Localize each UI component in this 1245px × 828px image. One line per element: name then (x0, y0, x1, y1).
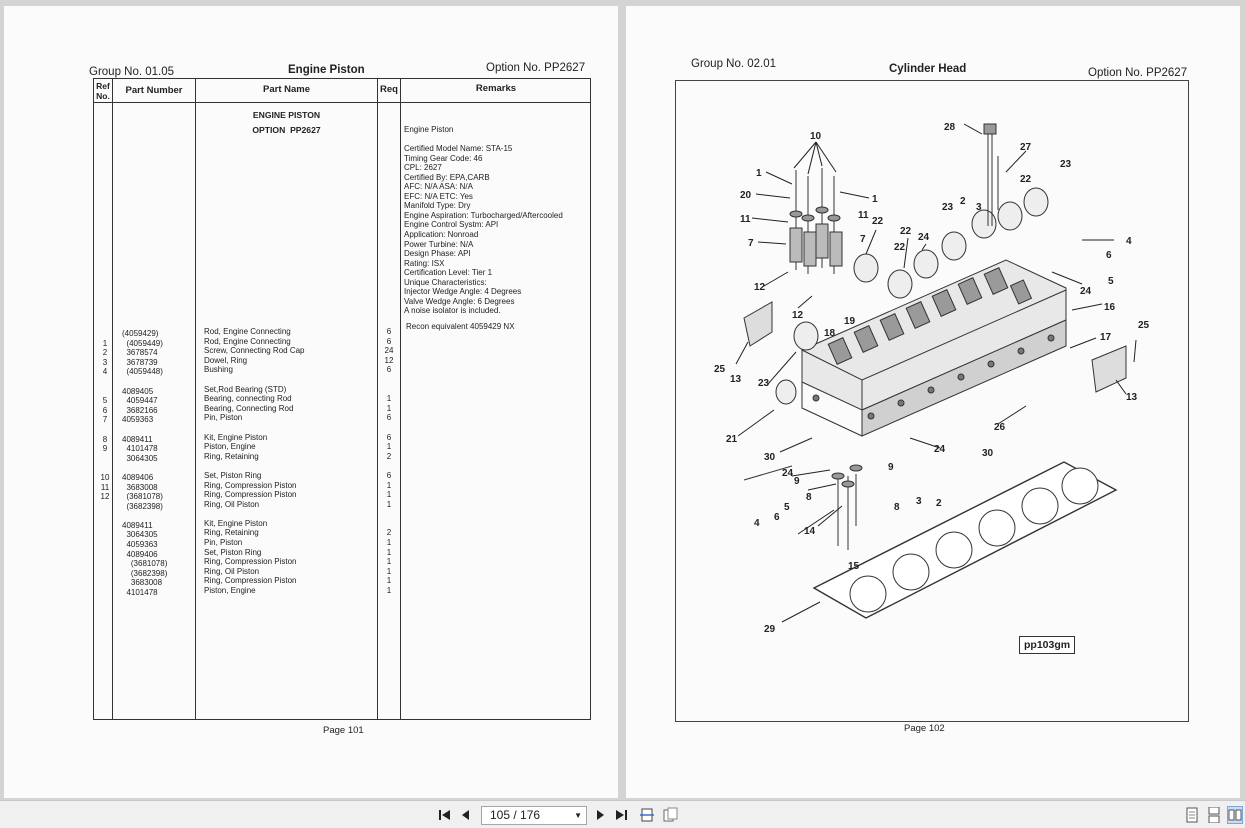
callout-18: 18 (824, 328, 836, 339)
callout-26: 26 (994, 422, 1006, 433)
diagram-code: pp103gm (1019, 636, 1076, 654)
callout-5b: 5 (784, 502, 790, 513)
page-title: Engine Piston (288, 64, 365, 76)
callout-16: 16 (1104, 302, 1116, 313)
callout-24c: 24 (934, 444, 946, 455)
parts-table: Ref No. Part Number Part Name Req Remark… (93, 78, 591, 720)
callout-8b: 8 (894, 502, 900, 513)
req-quantities: 6 6 24 12 6 1 1 6 6 1 2 6 1 1 1 2 1 1 1 … (384, 327, 394, 596)
callout-13b: 13 (730, 374, 742, 385)
callout-23c: 23 (758, 378, 770, 389)
callout-7b: 7 (860, 234, 866, 245)
option-number: Option No. PP2627 (1088, 67, 1188, 79)
chevron-down-icon: ▼ (574, 811, 582, 820)
callout-30b: 30 (764, 452, 776, 463)
page-title: Cylinder Head (889, 63, 967, 75)
callout-2b: 2 (936, 498, 942, 509)
callout-15: 15 (848, 561, 860, 572)
callout-9: 9 (794, 476, 800, 487)
group-number: Group No. 02.01 (691, 58, 777, 70)
callout-22b: 22 (872, 216, 884, 227)
callout-6b: 6 (774, 512, 780, 523)
page-number-select[interactable]: 105 / 176 ▼ (481, 806, 587, 825)
callout-2: 2 (960, 196, 966, 207)
callout-28: 28 (944, 122, 956, 133)
single-page-view-icon[interactable] (1184, 806, 1200, 824)
diagram-frame (675, 80, 1189, 722)
viewer-toolbar: 105 / 176 ▼ (0, 800, 1245, 828)
callout-29: 29 (764, 624, 776, 635)
callout-17: 17 (1100, 332, 1112, 343)
callout-20: 20 (740, 190, 752, 201)
callout-9b: 9 (888, 462, 894, 473)
next-page-icon[interactable] (592, 806, 608, 824)
callout-1b: 1 (872, 194, 878, 205)
last-page-icon[interactable] (613, 806, 629, 824)
callout-12: 12 (754, 282, 766, 293)
page-indicator: 105 / 176 (490, 808, 541, 822)
col-header-remarks: Remarks (475, 83, 517, 94)
prev-page-icon[interactable] (458, 806, 474, 824)
page-label: Page 101 (323, 725, 364, 736)
section-option: OPTION PP2627 (252, 125, 321, 135)
callout-21: 21 (726, 434, 738, 445)
callout-12b: 12 (792, 310, 804, 321)
callout-7: 7 (748, 238, 754, 249)
callout-11b: 11 (858, 210, 869, 221)
callout-24d: 24 (782, 468, 794, 479)
cylinder-head-diagram: 28 10 27 23 1 1 22 20 2 3 23 11 22 11 22… (714, 122, 1150, 635)
part-names: Rod, Engine Connecting Rod, Engine Conne… (204, 327, 305, 596)
callout-23b: 23 (942, 202, 954, 213)
callout-4: 4 (1126, 236, 1132, 247)
col-header-req: Req (380, 84, 398, 95)
callout-22c: 22 (900, 226, 912, 237)
remarks-block: Engine Piston Certified Model Name: STA-… (404, 125, 563, 316)
callout-22d: 22 (894, 242, 906, 253)
ref-numbers: 1 2 3 4 5 6 7 8 9 10 11 12 (100, 338, 110, 502)
option-number: Option No. PP2627 (486, 62, 586, 74)
fit-width-icon[interactable] (639, 806, 655, 824)
callout-24: 24 (918, 232, 930, 243)
col-header-part-number: Part Number (125, 85, 183, 96)
section-heading: ENGINE PISTON (252, 110, 321, 120)
callout-19: 19 (844, 316, 856, 327)
callout-30: 30 (982, 448, 994, 459)
callout-6: 6 (1106, 250, 1112, 261)
first-page-icon[interactable] (437, 806, 453, 824)
facing-view-icon[interactable] (1227, 806, 1243, 824)
callout-22: 22 (1020, 174, 1032, 185)
callout-4b: 4 (754, 518, 760, 529)
callout-27: 27 (1020, 142, 1032, 153)
page-label: Page 102 (904, 723, 945, 734)
callout-14: 14 (804, 526, 816, 537)
callout-11: 11 (740, 214, 751, 225)
right-page: Group No. 02.01 Cylinder Head Option No.… (626, 6, 1240, 798)
callout-1: 1 (756, 168, 762, 179)
callout-24b: 24 (1080, 286, 1092, 297)
callout-13: 13 (1126, 392, 1138, 403)
part-numbers: (4059429) (4059449) 3678574 3678739 (405… (122, 329, 168, 598)
callout-25b: 25 (714, 364, 726, 375)
left-page: Group No. 01.05 Engine Piston Option No.… (4, 6, 618, 798)
callout-10: 10 (810, 131, 822, 142)
col-header-part-name: Part Name (263, 84, 310, 95)
continuous-view-icon[interactable] (1206, 806, 1222, 824)
col-header-ref: Ref No. (96, 81, 110, 101)
fit-page-icon[interactable] (662, 806, 678, 824)
callout-25: 25 (1138, 320, 1150, 331)
recon-remark: Recon equivalent 4059429 NX (406, 322, 515, 331)
callout-5: 5 (1108, 276, 1114, 287)
callout-8: 8 (806, 492, 812, 503)
callout-3b: 3 (916, 496, 922, 507)
callout-23: 23 (1060, 159, 1072, 170)
callout-3: 3 (976, 202, 982, 213)
group-number: Group No. 01.05 (89, 66, 175, 78)
